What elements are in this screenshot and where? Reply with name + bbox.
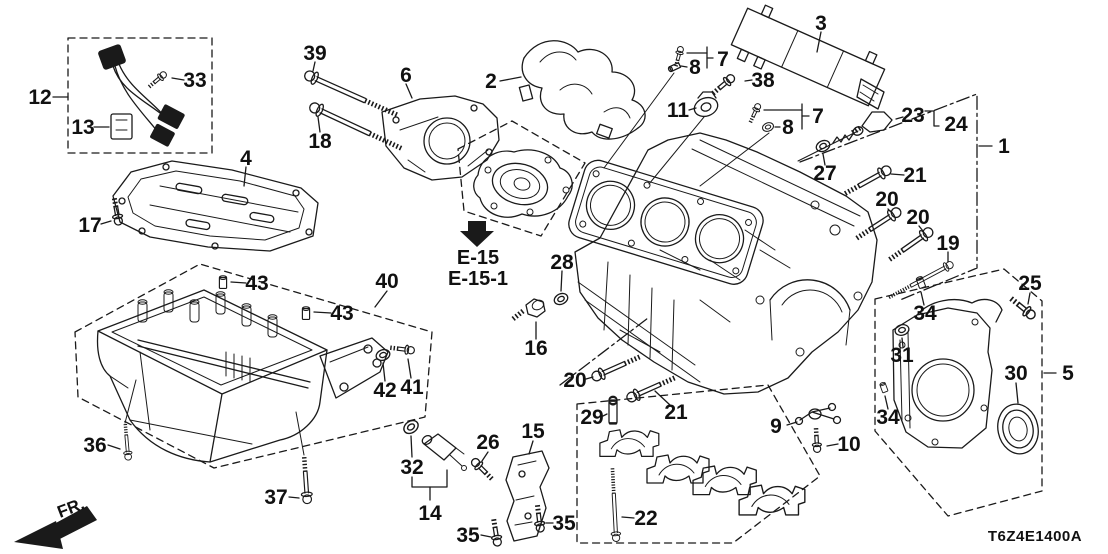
bearing-caps-group [576,384,821,544]
callout-34b[interactable]: 34 [876,406,900,429]
joint-9-group [786,402,842,426]
callout-8b[interactable]: 8 [782,116,794,139]
callout-23[interactable]: 23 [901,104,924,127]
callout-15[interactable]: 15 [521,420,545,443]
callout-21b[interactable]: 21 [664,401,688,424]
switch-16-group [511,270,571,340]
stiffener-group [730,4,886,110]
callout-20a[interactable]: 20 [875,188,898,211]
callout-33[interactable]: 33 [183,69,206,92]
plate-15-group [480,440,554,547]
insulator-group [499,40,646,140]
callout-27[interactable]: 27 [813,162,836,185]
callout-1[interactable]: 1 [998,135,1010,158]
callout-3[interactable]: 3 [815,12,827,35]
callout-32[interactable]: 32 [400,456,423,479]
callout-37[interactable]: 37 [264,486,287,509]
callout-13[interactable]: 13 [71,116,94,139]
bolt-7b-washer-8b [699,100,810,187]
water-pump-ref-group [457,120,586,247]
callout-30[interactable]: 30 [1004,362,1027,385]
bolt-19 [884,251,957,304]
eref-line2[interactable]: E-15-1 [448,268,508,290]
callout-29[interactable]: 29 [580,406,603,429]
baffle-plate-group [100,160,319,252]
bolt-21a [841,163,905,199]
callout-38[interactable]: 38 [751,69,775,92]
callout-40[interactable]: 40 [375,270,398,293]
down-arrow-icon [460,221,494,247]
callout-22[interactable]: 22 [634,507,657,530]
callout-18[interactable]: 18 [308,130,332,153]
bolt-20c [585,351,643,384]
callout-19[interactable]: 19 [936,232,959,255]
callout-7b[interactable]: 7 [812,105,824,128]
callout-36[interactable]: 36 [83,434,106,457]
callout-10[interactable]: 10 [837,433,860,456]
callout-9[interactable]: 9 [770,415,782,438]
diagram-code: T6Z4E1400A [988,528,1082,545]
block-assembly-boundary [559,93,993,386]
callout-28[interactable]: 28 [550,251,574,274]
bolt-10 [811,426,839,453]
callout-labels: 1 2 3 4 5 6 7 7 8 8 9 10 11 12 13 14 15 … [28,12,1074,547]
screw-26 [469,451,497,484]
sensor-11 [648,91,719,185]
callout-6[interactable]: 6 [400,64,412,87]
callout-31[interactable]: 31 [890,344,914,367]
callout-35b[interactable]: 35 [552,512,576,535]
bolt-7a-washer-8a [603,43,714,169]
bolt-20b [885,225,936,265]
callout-4[interactable]: 4 [240,147,252,170]
callout-5[interactable]: 5 [1062,362,1074,385]
seal-plate-group [874,268,1057,517]
callout-20b[interactable]: 20 [906,206,929,229]
eref-line1[interactable]: E-15 [457,247,499,269]
bolt-18 [307,100,404,155]
oil-pan-group [74,263,433,504]
callout-12[interactable]: 12 [28,86,51,109]
fr-direction-indicator: FR. [14,494,97,549]
callout-25[interactable]: 25 [1018,272,1042,295]
callout-17[interactable]: 17 [78,214,101,237]
bolt-38 [708,72,753,98]
callout-20c[interactable]: 20 [563,369,586,392]
callout-14[interactable]: 14 [418,502,442,525]
oil-jet-group [400,417,467,501]
bolt-39 [303,61,401,121]
callout-43a[interactable]: 43 [245,272,268,295]
callout-24[interactable]: 24 [944,113,968,136]
callout-26[interactable]: 26 [476,431,499,454]
callout-41[interactable]: 41 [400,376,424,399]
callout-35a[interactable]: 35 [456,524,480,547]
callout-8a[interactable]: 8 [689,56,701,79]
callout-21a[interactable]: 21 [903,164,927,187]
bolt-21b [625,372,679,405]
callout-7a[interactable]: 7 [717,48,729,71]
callout-11[interactable]: 11 [667,99,690,122]
harness-group [52,37,213,154]
grommet-27-group [813,126,864,166]
bolt-20a [852,205,903,244]
cylinder-block-drawing [568,132,878,395]
callout-39[interactable]: 39 [303,42,326,65]
callout-34a[interactable]: 34 [913,302,937,325]
bracket-group [381,83,500,181]
fr-arrow-head-icon [14,521,63,549]
callout-16[interactable]: 16 [524,337,547,360]
callout-43b[interactable]: 43 [330,302,353,325]
callout-2[interactable]: 2 [485,70,497,93]
callout-42[interactable]: 42 [373,379,396,402]
